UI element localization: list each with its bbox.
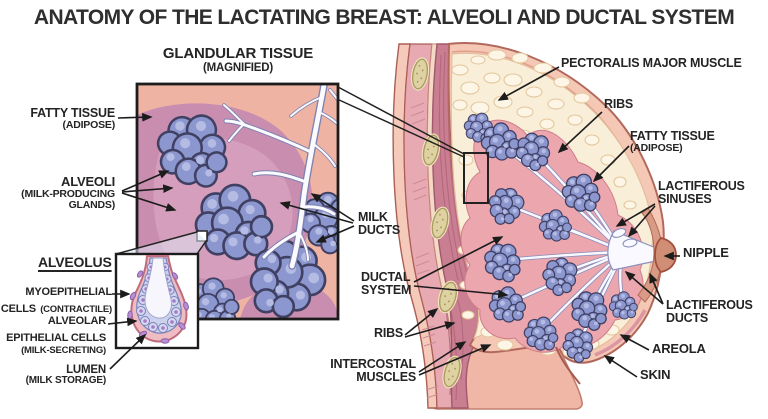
nipple-shape [654, 237, 677, 273]
magnifier-connectors [115, 86, 465, 255]
breast-cross-section-illustration [392, 42, 677, 410]
label-arrows [107, 66, 680, 378]
label-pectoralis-major-muscle: PECTORALIS MAJOR MUSCLE [561, 56, 742, 70]
diagram-title: ANATOMY OF THE LACTATING BREAST: ALVEOLI… [33, 6, 735, 29]
alveolus-panel-heading: ALVEOLUS [38, 254, 112, 270]
label-alveolar-epithelial-cells: ALVEOLAR EPITHELIAL CELLS (MILK-SECRETIN… [6, 315, 106, 356]
intercostal-striations [410, 102, 439, 399]
label-ribs-right: RIBS [604, 97, 634, 111]
label-fatty-tissue-left: FATTY TISSUE (ADIPOSE) [30, 106, 115, 132]
magnifier-source-rect [463, 152, 489, 204]
label-lactiferous-sinuses: LACTIFEROUS SINUSES [658, 179, 745, 207]
ribs-cross-sections [410, 57, 462, 389]
alveolus-lumen [144, 257, 172, 319]
glandular-magnified-panel [135, 82, 340, 321]
label-ribs-left: RIBS [374, 326, 404, 340]
label-lactiferous-ducts: LACTIFEROUS DUCTS [666, 298, 753, 326]
label-fatty-tissue-right: FATTY TISSUE (ADIPOSE) [630, 129, 715, 155]
glandular-heading-text: GLANDULAR TISSUE [162, 45, 314, 62]
label-areola: AREOLA [652, 341, 706, 356]
inframammary-crease [555, 346, 581, 385]
label-milk-ducts: MILK DUCTS [358, 210, 401, 238]
glandular-panel-heading: GLANDULAR TISSUE (MAGNIFIED) [138, 46, 338, 74]
magnified-box-border [135, 82, 340, 321]
alveolus-inset-panel [114, 252, 200, 350]
label-myoepithelial-cells: MYOEPITHELIAL CELLS (CONTRACTILE) [0, 286, 112, 315]
label-nipple: NIPPLE [683, 245, 729, 260]
label-lumen: LUMEN (MILK STORAGE) [25, 364, 107, 387]
label-ductal-system: DUCTAL SYSTEM [361, 270, 412, 298]
label-intercostal-muscles: INTERCOSTAL MUSCLES [330, 357, 416, 385]
label-skin: SKIN [640, 367, 671, 382]
glandular-subheading-text: (MAGNIFIED) [203, 61, 273, 74]
magnified-duct-tree [222, 84, 338, 270]
label-alveoli: ALVEOLI (MILK-PRODUCING GLANDS) [21, 174, 115, 211]
